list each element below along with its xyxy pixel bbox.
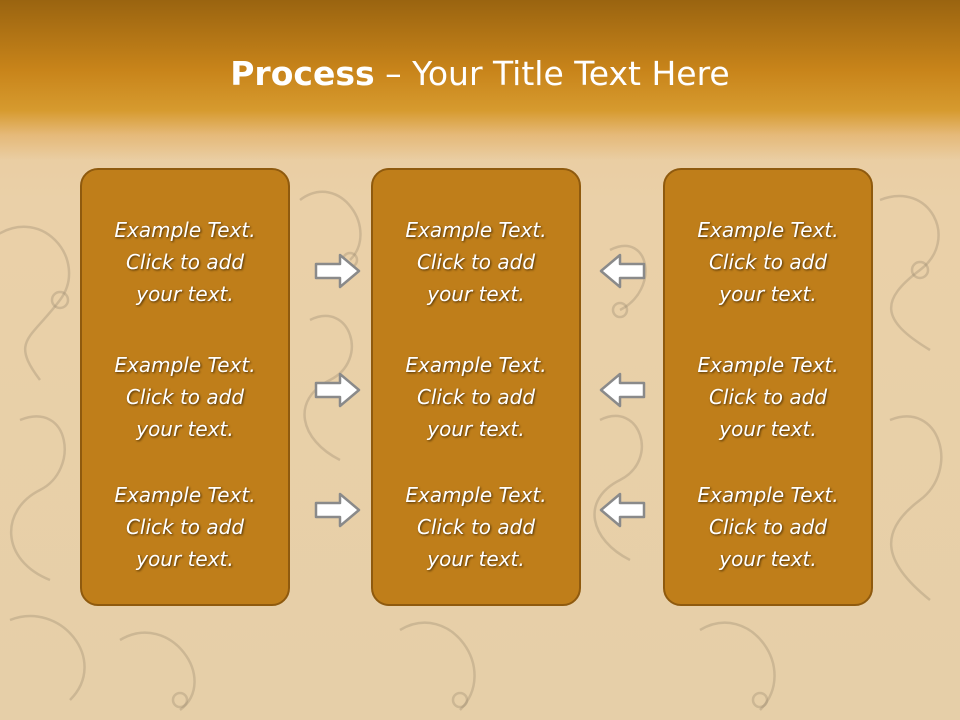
text-line: Click to add <box>125 250 245 274</box>
text-line: your text. <box>719 417 817 441</box>
right-process-box[interactable]: Example Text. Click to add your text. Ex… <box>663 168 873 606</box>
text-block[interactable]: Example Text. Click to add your text. <box>373 214 579 310</box>
text-line: your text. <box>136 282 234 306</box>
right-arrow-icon <box>314 492 361 528</box>
text-line: your text. <box>719 547 817 571</box>
text-line: your text. <box>427 282 525 306</box>
text-line: Click to add <box>708 515 828 539</box>
text-block[interactable]: Example Text. Click to add your text. <box>82 214 288 310</box>
title-bold: Process <box>230 54 375 93</box>
text-line: Click to add <box>416 515 536 539</box>
text-line: Example Text. <box>405 353 547 377</box>
text-line: Example Text. <box>114 353 256 377</box>
header-band <box>0 0 960 160</box>
text-line: Example Text. <box>114 218 256 242</box>
text-line: Click to add <box>708 385 828 409</box>
left-process-box[interactable]: Example Text. Click to add your text. Ex… <box>80 168 290 606</box>
text-line: Example Text. <box>405 483 547 507</box>
text-block[interactable]: Example Text. Click to add your text. <box>665 214 871 310</box>
text-block[interactable]: Example Text. Click to add your text. <box>665 349 871 445</box>
text-line: Example Text. <box>697 353 839 377</box>
text-line: your text. <box>719 282 817 306</box>
text-block[interactable]: Example Text. Click to add your text. <box>373 479 579 575</box>
center-process-box[interactable]: Example Text. Click to add your text. Ex… <box>371 168 581 606</box>
text-line: your text. <box>427 547 525 571</box>
text-block[interactable]: Example Text. Click to add your text. <box>665 479 871 575</box>
left-arrow-icon <box>599 372 646 408</box>
right-arrow-icon <box>314 253 361 289</box>
text-line: your text. <box>136 547 234 571</box>
slide-title[interactable]: Process – Your Title Text Here <box>0 52 960 96</box>
text-line: Click to add <box>708 250 828 274</box>
text-line: Click to add <box>416 385 536 409</box>
title-rest: – Your Title Text Here <box>374 54 730 93</box>
left-arrow-icon <box>599 492 646 528</box>
text-line: Example Text. <box>114 483 256 507</box>
text-line: Example Text. <box>697 483 839 507</box>
right-arrow-icon <box>314 372 361 408</box>
text-block[interactable]: Example Text. Click to add your text. <box>82 349 288 445</box>
text-line: your text. <box>136 417 234 441</box>
text-block[interactable]: Example Text. Click to add your text. <box>82 479 288 575</box>
text-line: Click to add <box>125 515 245 539</box>
text-line: Example Text. <box>697 218 839 242</box>
left-arrow-icon <box>599 253 646 289</box>
text-line: Example Text. <box>405 218 547 242</box>
text-line: Click to add <box>416 250 536 274</box>
text-line: your text. <box>427 417 525 441</box>
text-line: Click to add <box>125 385 245 409</box>
text-block[interactable]: Example Text. Click to add your text. <box>373 349 579 445</box>
